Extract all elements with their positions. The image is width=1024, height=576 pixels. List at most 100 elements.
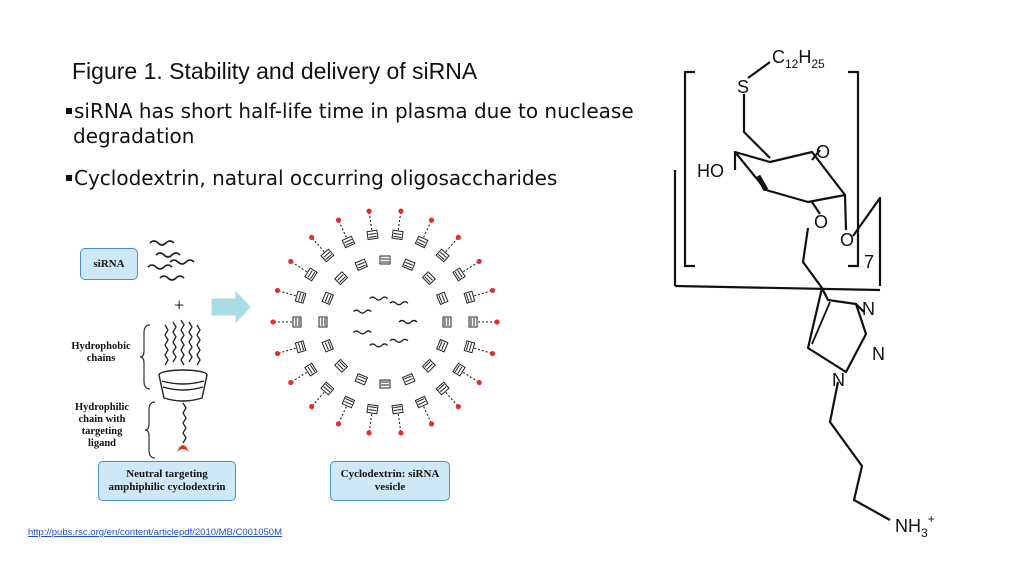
vesicle-ligand-icon bbox=[288, 258, 294, 265]
triazole-n3: N bbox=[832, 370, 845, 390]
vesicle-ligand-icon bbox=[455, 404, 461, 410]
bullet-cyclodextrin: Cyclodextrin, natural occurring oligosac… bbox=[66, 166, 656, 191]
vesicle-cup-icon bbox=[341, 395, 356, 409]
lower-oxygen: O bbox=[814, 212, 828, 232]
triazole-n2: N bbox=[872, 344, 885, 364]
vesicle-cup-icon bbox=[463, 340, 476, 354]
vesicle-ligand-icon bbox=[309, 234, 315, 240]
hydrophilic-brace bbox=[144, 401, 156, 459]
vesicle-cup-icon bbox=[354, 373, 369, 386]
vesicle-tail bbox=[423, 219, 433, 238]
hydrophobic-brace bbox=[139, 324, 151, 390]
vesicle-tail bbox=[445, 391, 459, 408]
vesicle-ligand-icon bbox=[335, 421, 342, 427]
vesicle-ligand-icon bbox=[428, 421, 435, 427]
vesicle-ligand-icon bbox=[398, 430, 404, 436]
vesicle-cup-icon bbox=[436, 338, 449, 353]
hydroxyl-group: HO bbox=[697, 161, 724, 181]
sirna-label-box: siRNA bbox=[80, 248, 138, 280]
vesicle-ligand-icon bbox=[335, 217, 342, 223]
vesicle-ligand-icon bbox=[476, 258, 482, 265]
vesicle-tail bbox=[474, 347, 493, 355]
vesicle-cup-icon bbox=[401, 373, 416, 386]
vesicle-tail bbox=[368, 211, 373, 231]
cyclodextrin-cup-icon bbox=[158, 369, 208, 402]
inner-sirna-icon bbox=[352, 330, 372, 335]
vesicle-tail bbox=[462, 260, 480, 273]
alkyl-group: C12H25 bbox=[772, 47, 825, 71]
vesicle-cup-icon bbox=[294, 290, 307, 304]
vesicle-cup-icon bbox=[379, 379, 391, 389]
vesicle-cup-icon bbox=[354, 258, 369, 271]
vesicle-cup-icon bbox=[468, 316, 478, 328]
bullet-square-icon bbox=[66, 174, 72, 181]
vesicle-cup-icon bbox=[391, 229, 404, 241]
vesicle-tail bbox=[337, 406, 347, 425]
vesicle-ligand-icon bbox=[366, 208, 372, 214]
vesicle-cup-icon bbox=[436, 291, 449, 306]
vesicle-cup-icon bbox=[442, 316, 452, 328]
vesicle-tail bbox=[277, 289, 296, 297]
sulfur-atom: S bbox=[737, 77, 749, 97]
sirna-strands-icon bbox=[147, 240, 195, 281]
vesicle-ligand-icon bbox=[398, 208, 404, 214]
vesicle-cup-icon bbox=[366, 229, 379, 241]
plus-sign: + bbox=[174, 295, 184, 315]
vesicle-tail bbox=[290, 260, 308, 273]
ring-oxygen: O bbox=[816, 142, 830, 162]
vesicle-cup-icon bbox=[304, 362, 318, 377]
vesicle-tail bbox=[368, 413, 373, 433]
left-bracket bbox=[683, 70, 695, 268]
targeting-ligand-icon bbox=[177, 445, 189, 452]
vesicle-cup-icon bbox=[435, 248, 450, 263]
vesicle-ligand-icon bbox=[455, 234, 461, 240]
inner-sirna-icon bbox=[389, 301, 409, 306]
vesicle-cup-icon bbox=[334, 358, 349, 373]
vesicle-ligand-icon bbox=[476, 379, 482, 386]
inner-sirna-icon bbox=[369, 343, 389, 348]
vesicle-tail bbox=[474, 289, 493, 297]
vesicle-cup-icon bbox=[414, 395, 429, 409]
triazole-n1: N bbox=[862, 299, 875, 319]
vesicle-cup-icon bbox=[391, 403, 404, 415]
vesicle-ligand-icon bbox=[494, 319, 500, 325]
vesicle-cup-icon bbox=[452, 362, 466, 377]
vesicle-cup-icon bbox=[341, 235, 356, 249]
vesicle-tail bbox=[337, 219, 347, 238]
bullet-text-line1: Cyclodextrin, natural occurring oligosac… bbox=[74, 166, 558, 190]
bullet-text-line2: degradation bbox=[73, 124, 195, 148]
vesicle-cup-icon bbox=[321, 338, 334, 353]
vesicle-ligand-icon bbox=[489, 350, 496, 357]
repeat-count: 7 bbox=[864, 252, 874, 272]
vesicle-cup-icon bbox=[421, 271, 436, 286]
source-link[interactable]: http://pubs.rsc.org/en/content/articlepd… bbox=[28, 527, 283, 538]
inner-sirna-icon bbox=[352, 309, 372, 314]
vesicle-cup-icon bbox=[334, 271, 349, 286]
right-bracket bbox=[848, 70, 860, 268]
vesicle-cup-icon bbox=[366, 403, 379, 415]
vesicle-cup-icon bbox=[463, 290, 476, 304]
vesicle-cup-icon bbox=[414, 235, 429, 249]
vesicle-tail bbox=[423, 406, 433, 425]
vesicle-ligand-icon bbox=[428, 217, 435, 223]
vesicle-tail bbox=[311, 391, 325, 408]
vesicle-cup-icon bbox=[320, 248, 335, 263]
vesicle-tail bbox=[397, 413, 402, 433]
vesicle-cup-icon bbox=[318, 316, 328, 328]
vesicle-cup-icon bbox=[379, 255, 391, 265]
inner-sirna-icon bbox=[398, 319, 418, 325]
bullet-text-line1: siRNA has short half-life time in plasma… bbox=[74, 99, 634, 123]
vesicle-icon bbox=[270, 208, 500, 436]
vesicle-cup-icon bbox=[421, 358, 436, 373]
vesicle-ligand-icon bbox=[274, 350, 281, 357]
vesicle-tail bbox=[311, 236, 325, 253]
vesicle-cup-icon bbox=[294, 340, 307, 354]
vesicle-ligand-icon bbox=[489, 287, 496, 294]
vesicle-cup-icon bbox=[435, 381, 450, 396]
bullet-square-icon bbox=[66, 107, 72, 114]
bullet-sirna-half-life: siRNA has short half-life time in plasma… bbox=[66, 99, 656, 149]
glycosidic-oxygen: O bbox=[840, 230, 854, 250]
